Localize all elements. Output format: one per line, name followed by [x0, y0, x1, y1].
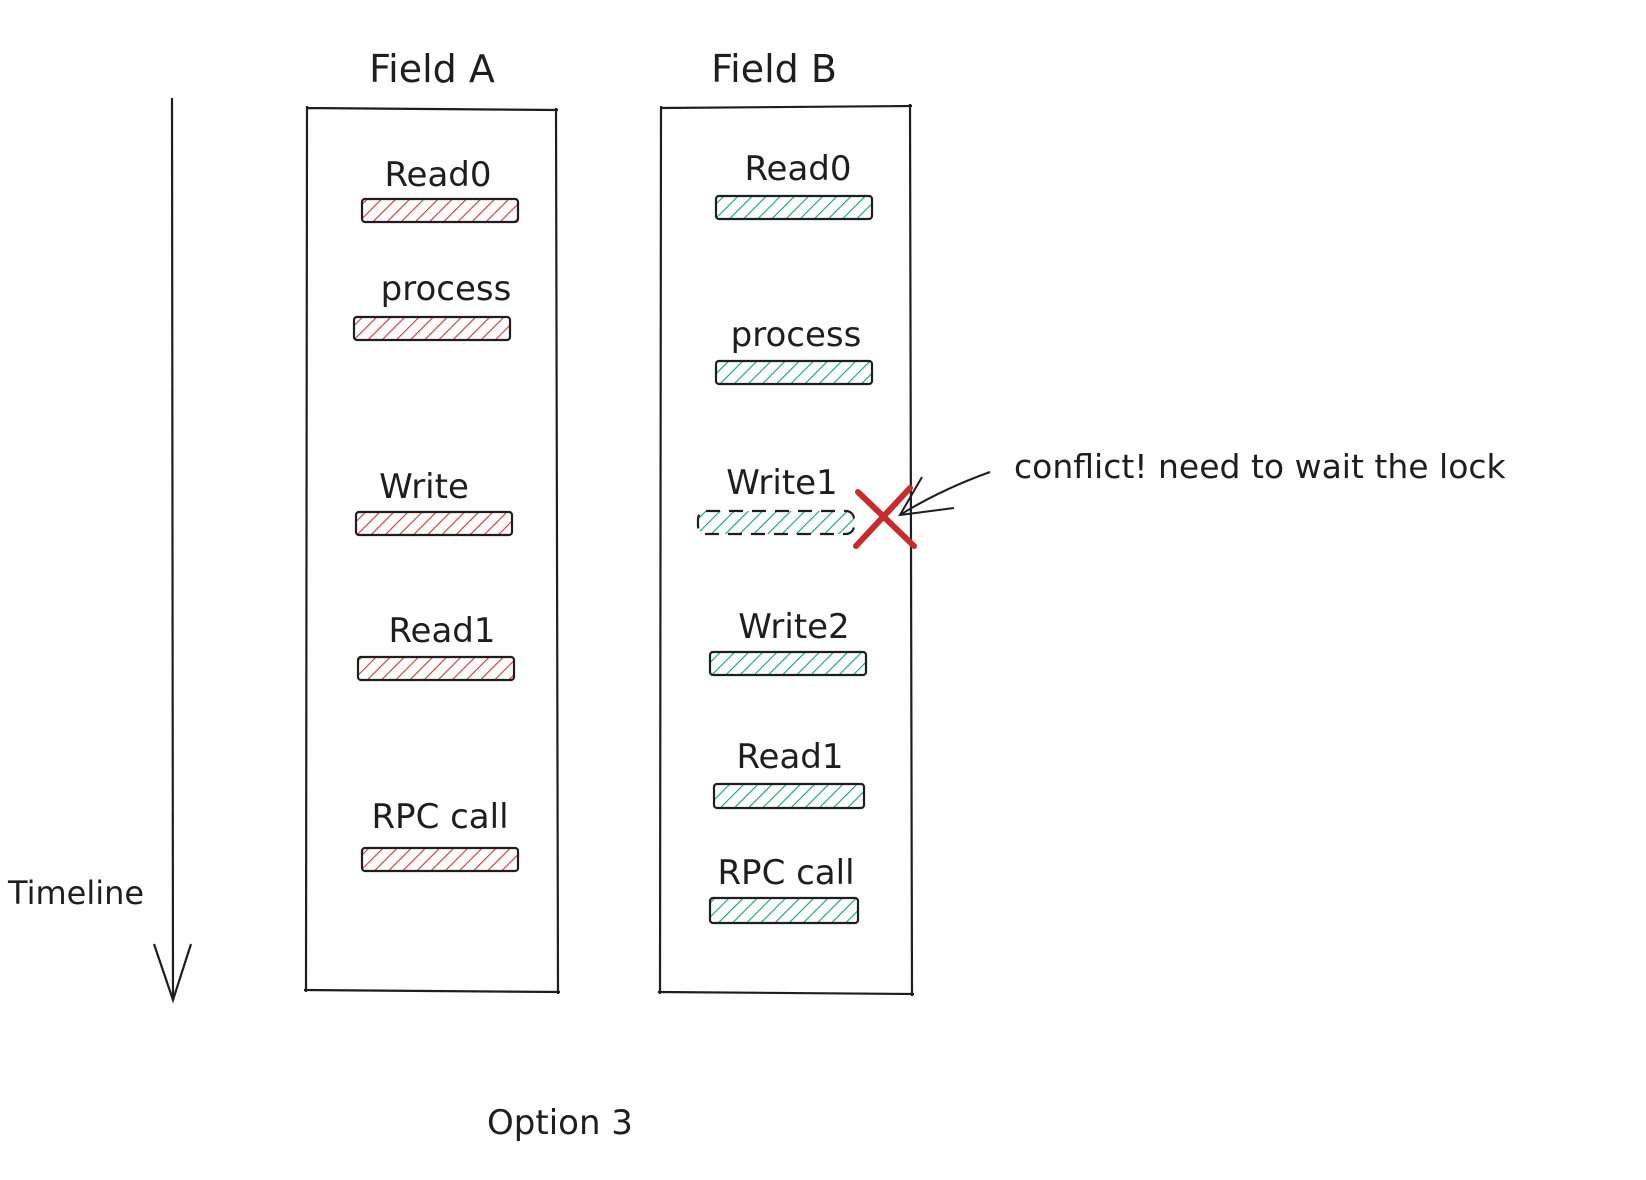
- cross-icon: [853, 485, 917, 549]
- field-a-step: Read0: [360, 155, 520, 224]
- field-a-step: Write: [354, 467, 514, 537]
- conflict-annotation: conflict! need to wait the lock: [1014, 447, 1507, 486]
- field-b-step-blocked: Write1: [696, 463, 856, 536]
- field-b-step: RPC call: [708, 853, 860, 925]
- step-label: process: [731, 315, 862, 355]
- field-a-frame: [303, 105, 561, 995]
- step-bar: [714, 194, 874, 221]
- step-label: Read1: [388, 611, 495, 651]
- step-bar: [354, 510, 514, 537]
- timeline-arrow: [152, 97, 193, 1004]
- step-label: Write1: [726, 463, 837, 503]
- step-label: Read0: [384, 155, 491, 195]
- field-a-title: Field A: [369, 47, 495, 91]
- field-b-step: process: [714, 315, 874, 386]
- step-bar: [352, 315, 512, 342]
- step-bar: [708, 896, 860, 925]
- step-label: Write: [379, 467, 469, 507]
- step-label: Read1: [736, 737, 843, 777]
- field-a-step: Read1: [356, 611, 516, 682]
- step-label: Read0: [744, 149, 851, 189]
- step-bar: [708, 650, 868, 677]
- step-label: Write2: [738, 607, 849, 647]
- step-bar-dashed: [696, 509, 856, 536]
- diagram-caption: Option 3: [487, 1103, 633, 1143]
- field-b-step: Read1: [712, 737, 866, 810]
- step-label: RPC call: [371, 797, 508, 837]
- timeline-label: Timeline: [7, 874, 144, 912]
- step-bar: [360, 197, 520, 224]
- field-b-step: Write2: [708, 607, 868, 677]
- step-bar: [714, 359, 874, 386]
- field-b-frame: [657, 103, 915, 997]
- field-b-step: Read0: [714, 149, 874, 221]
- step-bar: [712, 782, 866, 810]
- step-label: process: [381, 269, 512, 309]
- annotation-arrow: [898, 471, 991, 517]
- step-label: RPC call: [717, 853, 854, 893]
- field-a-step: process: [352, 269, 512, 342]
- step-bar: [360, 846, 520, 873]
- field-a-step: RPC call: [360, 797, 520, 873]
- field-b-title: Field B: [711, 47, 837, 91]
- step-bar: [356, 655, 516, 682]
